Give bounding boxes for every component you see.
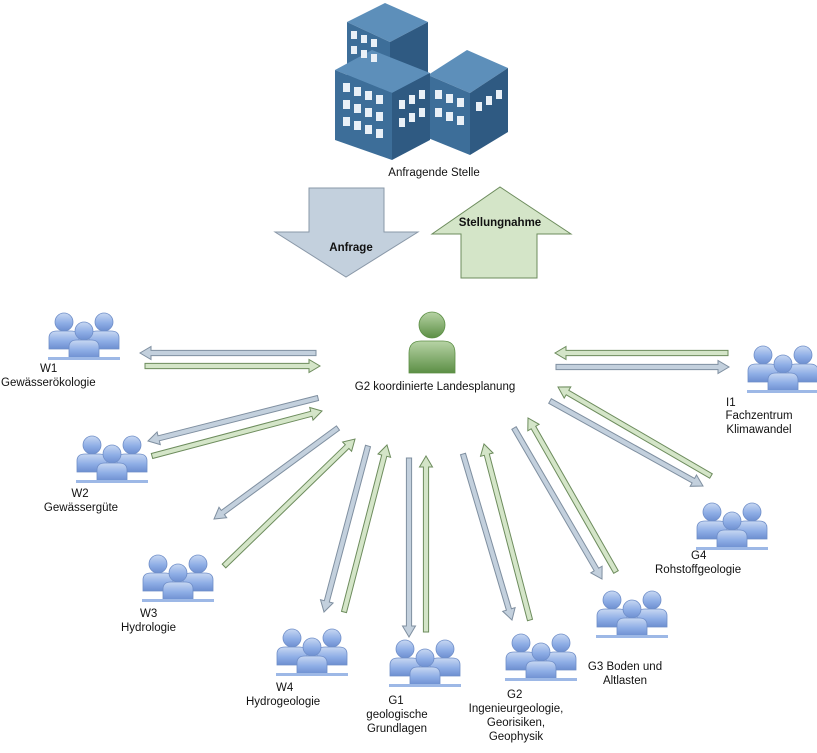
response-arrow xyxy=(430,186,573,279)
request-arrow-g1 xyxy=(401,457,417,638)
coordinator-person-icon xyxy=(408,311,456,374)
department-g1-people-icon xyxy=(389,640,461,687)
request-arrow-w4 xyxy=(319,444,372,613)
request-arrow-g4 xyxy=(548,398,704,487)
response-label: Stellungnahme xyxy=(458,217,542,229)
department-w3-people-icon xyxy=(142,555,214,602)
department-code: G1 xyxy=(388,695,404,707)
request-arrow xyxy=(273,187,420,278)
request-arrow-g3 xyxy=(511,426,603,580)
request-label: Anfrage xyxy=(329,242,373,254)
request-arrow-w1 xyxy=(139,345,317,361)
department-i1-people-icon xyxy=(747,346,817,393)
department-code: W4 xyxy=(276,682,294,694)
department-code: W3 xyxy=(140,608,158,620)
department-code: G4 xyxy=(691,550,707,562)
response-arrow-w4 xyxy=(340,444,392,614)
request-arrow-i1 xyxy=(555,359,730,375)
response-arrow-g4 xyxy=(557,386,713,479)
department-code: W2 xyxy=(71,488,89,500)
response-arrow-i1 xyxy=(554,345,729,361)
department-g4-people-icon xyxy=(696,503,768,550)
department-name: Hydrogeologie xyxy=(246,696,321,708)
department-w4-people-icon xyxy=(276,629,348,676)
department-w2-people-icon xyxy=(76,436,148,483)
department-code: G3 xyxy=(587,661,604,673)
department-g3-people-icon xyxy=(596,591,668,638)
department-w1-people-icon xyxy=(48,313,120,360)
connector-arrows xyxy=(139,345,730,638)
response-arrow-w2 xyxy=(150,406,323,460)
department-name: Rohstoffgeologie xyxy=(655,564,742,576)
response-arrow-w3 xyxy=(221,438,356,569)
building-icon xyxy=(335,3,508,160)
department-g2-people-icon xyxy=(505,634,577,681)
response-arrow-g2 xyxy=(479,443,534,622)
department-name: Ingenieurgeologie, Georisiken, Geophysik xyxy=(468,703,564,743)
response-arrow-g1 xyxy=(418,455,434,633)
department-name: Gewässerökologie xyxy=(1,377,96,389)
request-arrow-w3 xyxy=(213,425,341,520)
department-code: W1 xyxy=(40,363,58,375)
department-label: G3 Boden und Altlasten xyxy=(588,660,662,688)
department-name: Fachzentrum Klimawandel xyxy=(725,410,793,436)
response-arrow-w1 xyxy=(144,358,321,374)
department-name: Hydrologie xyxy=(121,622,176,634)
response-arrow-g3 xyxy=(527,417,619,574)
department-name: Boden und Altlasten xyxy=(602,661,663,687)
department-code: I1 xyxy=(726,397,736,409)
coordinator-label: G2 koordinierte Landesplanung xyxy=(354,381,516,393)
department-name: Gewässergüte xyxy=(43,502,119,514)
request-arrow-w2 xyxy=(147,394,320,446)
department-code: G2 xyxy=(507,689,523,701)
requester-label: Anfragende Stelle xyxy=(388,167,480,179)
request-arrow-g2 xyxy=(459,452,516,621)
department-name: geologische Grundlagen xyxy=(366,709,428,735)
